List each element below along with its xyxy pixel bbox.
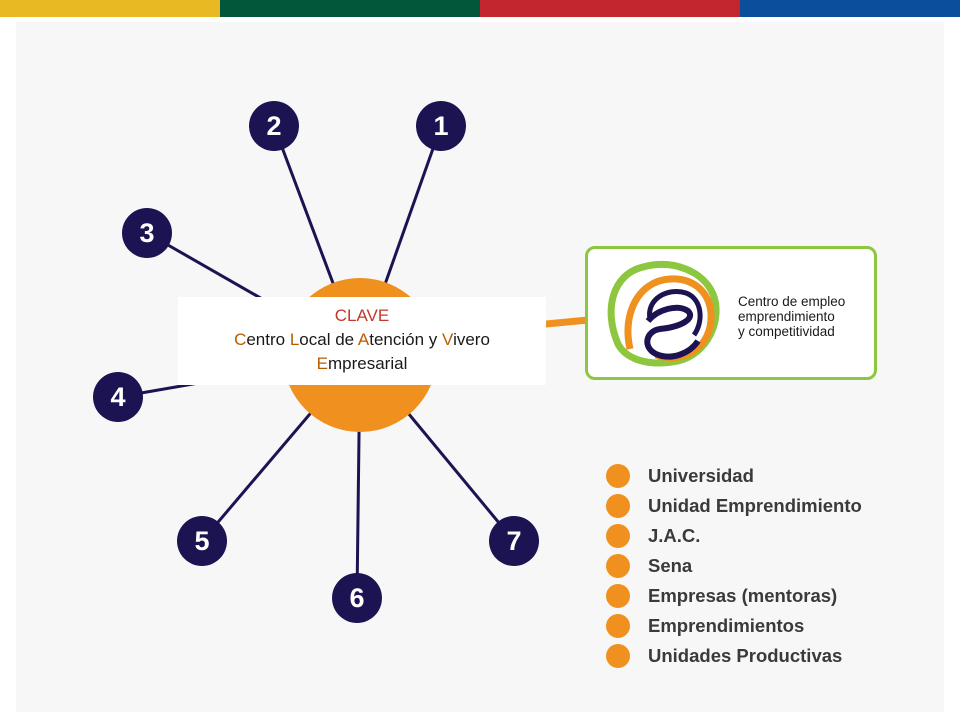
legend-item: Universidad xyxy=(606,462,926,492)
node-7: 7 xyxy=(489,516,539,566)
node-circle-7 xyxy=(489,516,539,566)
legend-item: Sena xyxy=(606,552,926,582)
node-label-1: 1 xyxy=(433,111,448,141)
legend-item: Emprendimientos xyxy=(606,612,926,642)
legend-label: Empresas (mentoras) xyxy=(648,585,838,606)
node-circle-5 xyxy=(177,516,227,566)
node-circle-4 xyxy=(93,372,143,422)
legend-item: Empresas (mentoras) xyxy=(606,582,926,612)
node-label-5: 5 xyxy=(194,526,209,556)
legend-label: J.A.C. xyxy=(648,525,701,546)
legend-dot-icon xyxy=(606,584,630,608)
node-label-4: 4 xyxy=(110,382,125,412)
legend-item: Unidades Productivas xyxy=(606,642,926,672)
legend-label: Universidad xyxy=(648,465,754,486)
legend-dot-icon xyxy=(606,524,630,548)
logo-e-icon xyxy=(607,261,720,367)
logo-text: Centro de empleo emprendimiento y compet… xyxy=(738,294,845,339)
center-text-part: mpresarial xyxy=(327,354,408,373)
legend-item: Unidad Emprendimiento xyxy=(606,492,926,522)
center-text-part: ocal de xyxy=(299,330,358,349)
center-line-2: Empresarial xyxy=(178,352,546,376)
center-text-part: A xyxy=(357,330,370,349)
legend-label: Unidad Emprendimiento xyxy=(648,495,862,516)
node-label-6: 6 xyxy=(349,583,364,613)
legend-label: Emprendimientos xyxy=(648,615,805,636)
center-title: CLAVE xyxy=(334,306,390,325)
legend-dot-icon xyxy=(606,464,630,488)
logo-line-1: Centro de empleo xyxy=(738,294,846,309)
numbered-nodes: 1 2 3 4 5 6 7 xyxy=(93,101,539,623)
node-3: 3 xyxy=(122,208,172,258)
node-label-3: 3 xyxy=(139,218,154,248)
center-text-part: L xyxy=(289,330,300,349)
node-label-7: 7 xyxy=(506,526,521,556)
logo-line-2: emprendimiento xyxy=(738,309,835,324)
legend-label: Sena xyxy=(648,555,693,576)
logo-line-3: y competitividad xyxy=(738,324,835,339)
legend-dot-icon xyxy=(606,494,630,518)
node-label-2: 2 xyxy=(266,111,281,141)
center-text-part: C xyxy=(234,330,247,349)
legend-label: Unidades Productivas xyxy=(648,645,843,666)
legend-dot-icon xyxy=(606,614,630,638)
node-2: 2 xyxy=(249,101,299,151)
legend-dot-icon xyxy=(606,644,630,668)
top-color-stripes xyxy=(0,0,960,17)
stripe-red xyxy=(480,0,740,17)
center-text-part: E xyxy=(316,354,328,373)
node-circle-3 xyxy=(122,208,172,258)
center-text-part: V xyxy=(442,330,454,349)
center-text-part: ivero xyxy=(453,330,490,349)
legend-item: J.A.C. xyxy=(606,522,926,552)
node-6: 6 xyxy=(332,573,382,623)
node-circle-2 xyxy=(249,101,299,151)
stripe-green xyxy=(220,0,480,17)
node-circle-6 xyxy=(332,573,382,623)
stripe-blue xyxy=(740,0,960,17)
node-circle-1 xyxy=(416,101,466,151)
node-4: 4 xyxy=(93,372,143,422)
center-line-1: Centro Local de Atención y Vivero xyxy=(178,328,546,352)
center-text-part: entro xyxy=(246,330,290,349)
center-label-box: CLAVE Centro Local de Atención y Vivero … xyxy=(178,297,546,385)
center-text-part: tención y xyxy=(369,330,443,349)
node-1: 1 xyxy=(416,101,466,151)
legend-dot-icon xyxy=(606,554,630,578)
logo-box: Centro de empleo emprendimiento y compet… xyxy=(585,246,877,380)
node-5: 5 xyxy=(177,516,227,566)
stripe-yellow xyxy=(0,0,220,17)
